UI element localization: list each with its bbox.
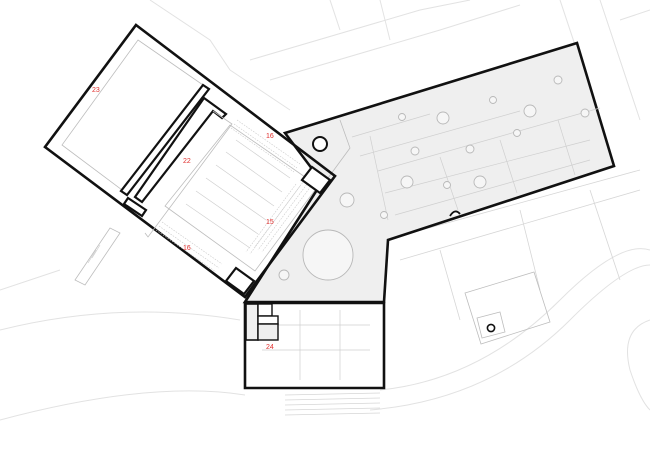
auditorium-block bbox=[43, 23, 337, 299]
stair-core-circle bbox=[312, 136, 328, 152]
room-label-22: 22 bbox=[183, 158, 191, 165]
room-label-16-south: 16 bbox=[183, 245, 191, 252]
room-label-16-north: 16 bbox=[266, 133, 274, 140]
lobby-details bbox=[278, 75, 601, 281]
site-context bbox=[0, 0, 650, 421]
room-label-23: 23 bbox=[92, 87, 100, 94]
room-label-24: 24 bbox=[266, 344, 274, 351]
lower-wing bbox=[243, 301, 386, 390]
room-label-15: 15 bbox=[266, 219, 274, 226]
